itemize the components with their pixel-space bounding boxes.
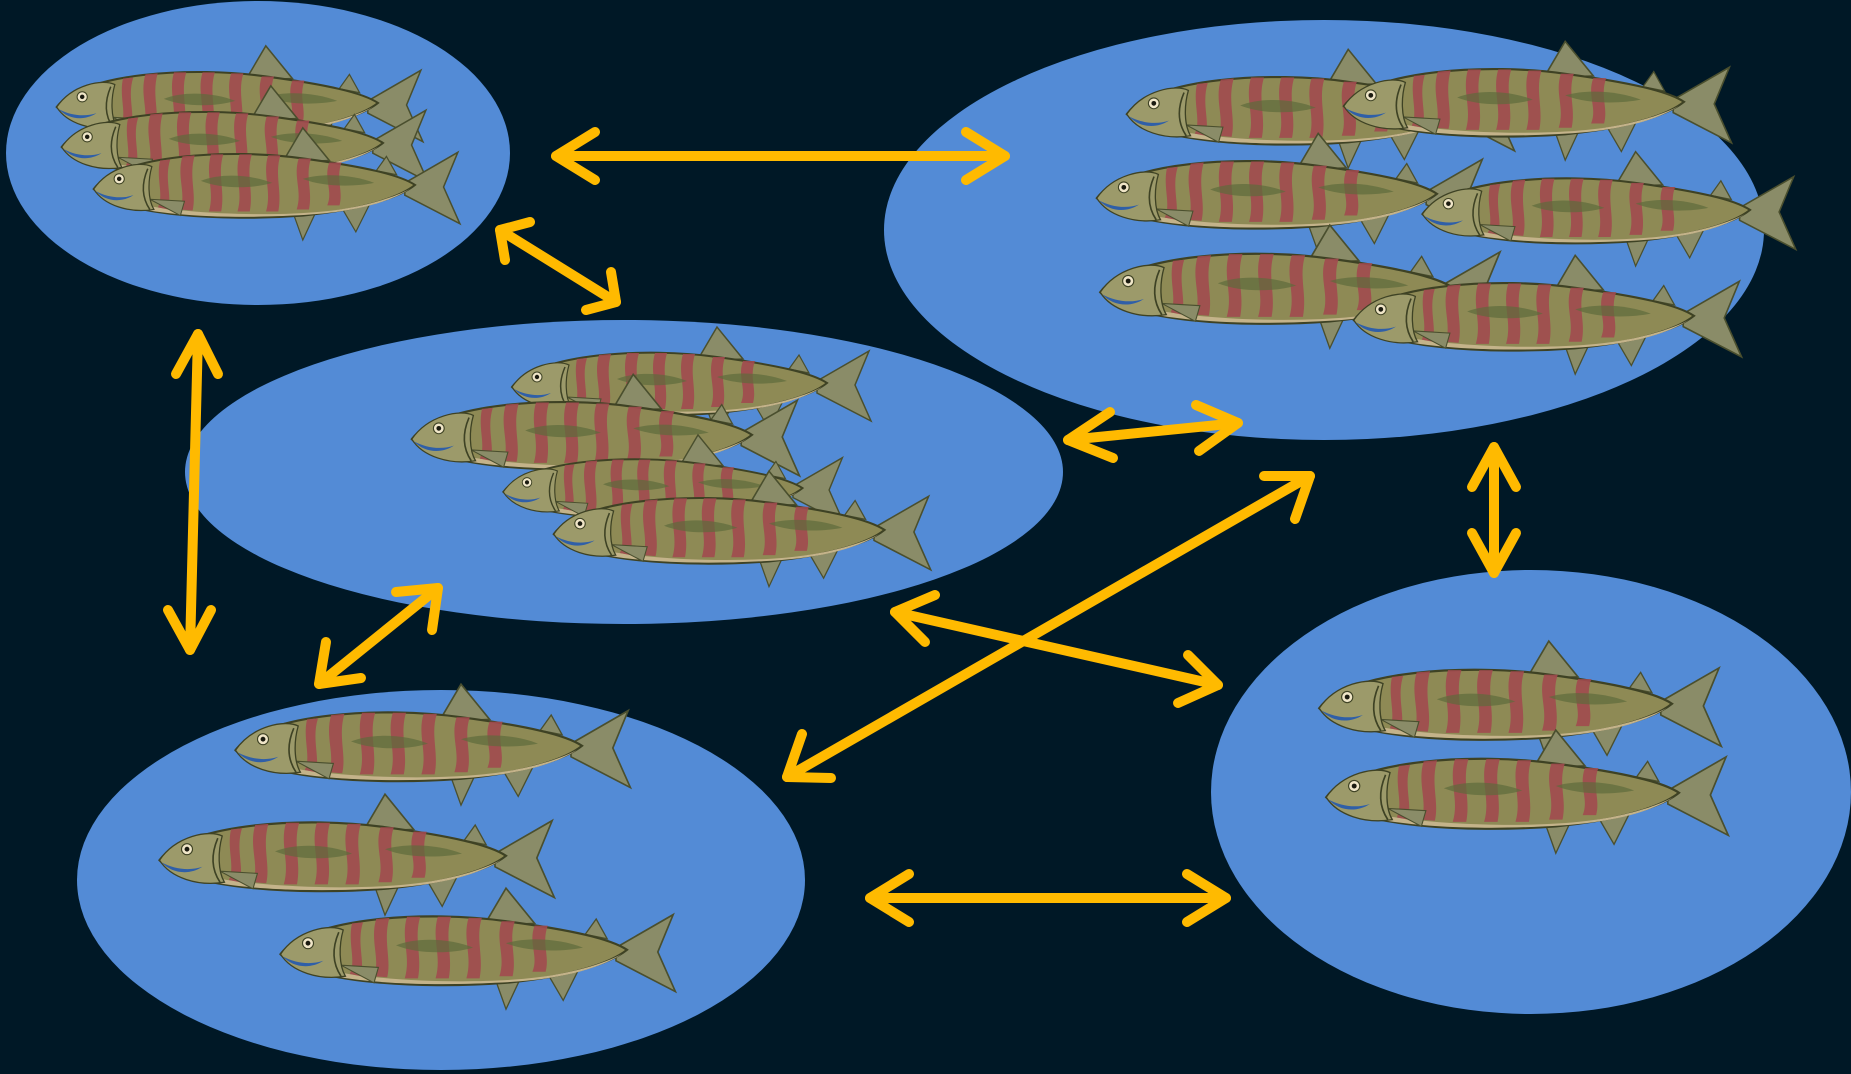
- double-arrow: [1472, 447, 1516, 573]
- double-arrow: [500, 222, 616, 310]
- double-arrow: [319, 588, 438, 684]
- double-arrow: [870, 874, 1226, 922]
